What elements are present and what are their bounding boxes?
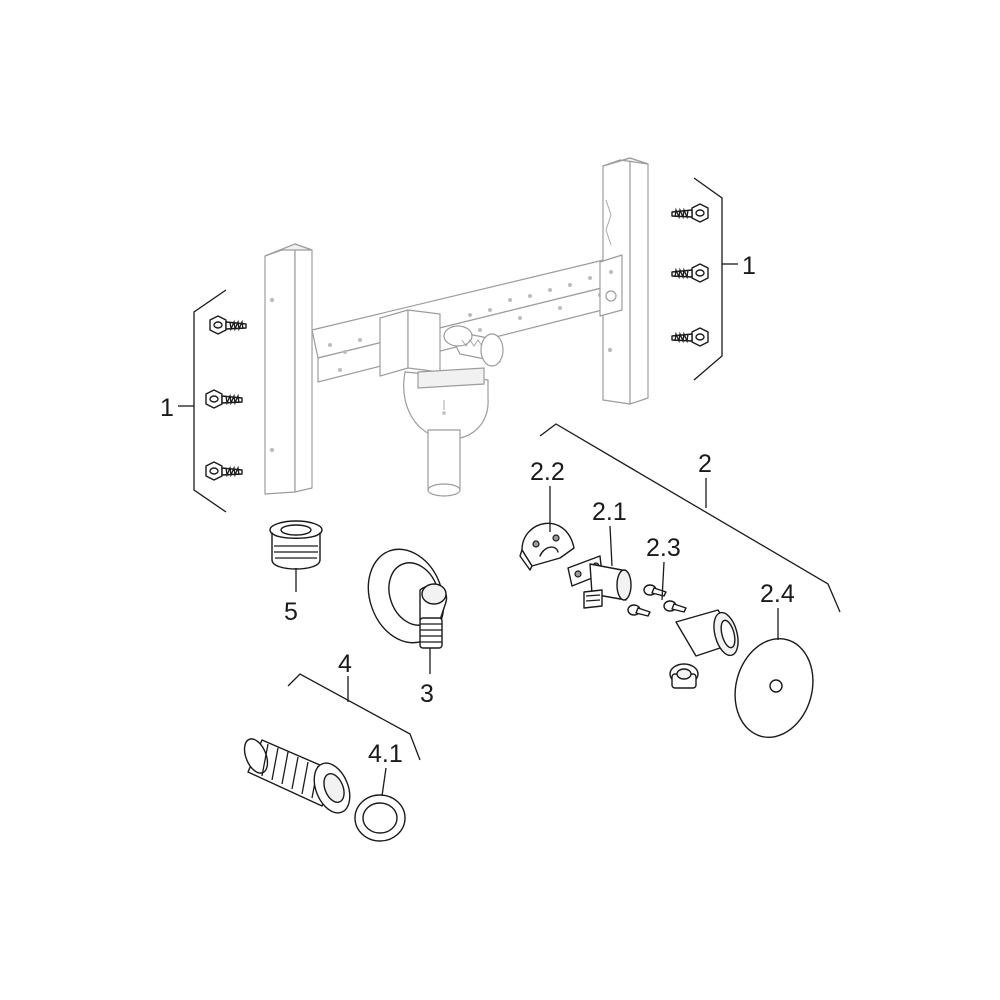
screw-set-left (205, 315, 247, 481)
frame-left-post (264, 243, 313, 495)
callout-part-5: 5 (284, 598, 298, 626)
part-4-bracket (287, 673, 421, 761)
screw-icon (671, 203, 709, 223)
part-4-corrugated-hose (243, 738, 351, 814)
right-screws-bracket (693, 177, 723, 381)
callout-part-3: 3 (420, 680, 434, 708)
callout-left-screws: 1 (160, 394, 174, 422)
callout-part-2-3: 2.3 (646, 534, 681, 562)
part-4-1-gasket (354, 794, 406, 842)
part-3-elbow-rosette (367, 548, 448, 649)
left-screws-bracket (193, 289, 227, 513)
callout-part-2-1: 2.1 (592, 498, 627, 526)
part-2-extension-sleeve (675, 609, 739, 657)
small-screw-icon (663, 600, 687, 613)
part-5-threaded-sleeve (269, 520, 323, 570)
callout-part-2-2: 2.2 (530, 458, 565, 486)
frame-crossbar (311, 257, 619, 383)
part-2-4-rosette (734, 638, 814, 738)
screw-icon (671, 327, 709, 347)
small-screw-icon (627, 604, 651, 617)
frame-siphon (379, 309, 504, 497)
screw-icon (209, 315, 247, 335)
callout-part-2-4: 2.4 (760, 580, 795, 608)
screw-icon (671, 263, 709, 283)
callout-set-2: 2 (698, 450, 712, 478)
screw-icon (205, 389, 243, 409)
frame-right-bracket (599, 254, 623, 317)
callout-part-4: 4 (338, 650, 352, 678)
callout-right-screws: 1 (742, 252, 756, 280)
callout-part-4-1: 4.1 (368, 740, 403, 768)
part-2-1-wall-elbow (567, 555, 632, 609)
set-2-bracket (539, 423, 841, 613)
screw-set-right (671, 203, 709, 347)
callout-labels: 1 1 2 2.2 2.1 2.3 2.4 5 3 4 4.1 (160, 252, 795, 768)
part-2-plug (669, 663, 699, 689)
leader-lines (178, 177, 841, 797)
mounting-frame (264, 157, 649, 497)
part-2-3-screws (627, 584, 687, 617)
screw-icon (205, 461, 243, 481)
part-2-2-cover (519, 522, 575, 571)
